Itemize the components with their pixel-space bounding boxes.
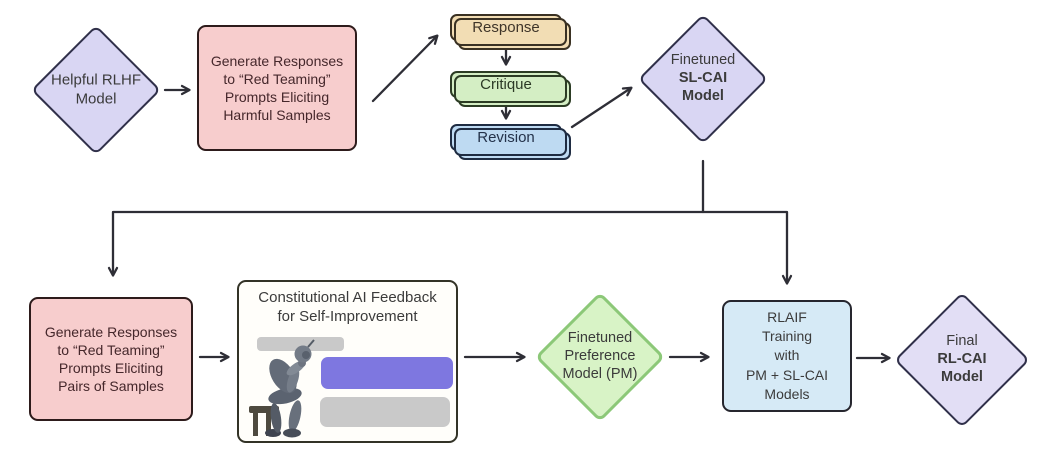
generate-harmful-samples: Generate Responses to “Red Teaming” Prom… <box>197 25 357 151</box>
chat-bubble-gray-bottom <box>320 397 450 427</box>
node-label: Helpful RLHF Model <box>50 71 142 107</box>
critique-cards: Critique <box>450 71 562 98</box>
connector-slcai-to-genpairs <box>107 159 705 277</box>
connector-slcai-to-rlaif <box>701 210 793 285</box>
response-cards: Response <box>450 14 562 41</box>
card-label: Critique <box>480 76 532 93</box>
revision-cards: Revision <box>450 124 562 151</box>
generate-pairs-of-samples: Generate Responses to “Red Teaming” Prom… <box>29 297 193 421</box>
rlaif-training: RLAIF Training with PM + SL-CAI Models <box>722 300 852 412</box>
panel-title: Constitutional AI Feedback for Self-Impr… <box>258 289 437 325</box>
arrow-generate-to-response <box>371 34 439 103</box>
node-label: RLAIF Training with PM + SL-CAI Models <box>745 308 829 402</box>
card-label: Response <box>472 19 540 36</box>
chat-bubble-gray-top <box>257 337 344 351</box>
node-label: Finetuned Preference Model (PM) <box>562 330 638 382</box>
chat-bubble-purple <box>321 357 453 389</box>
arrow-revision-to-slcai <box>570 86 633 129</box>
thinker-robot-icon <box>249 339 315 438</box>
helpful-rlhf-model: Helpful RLHF Model <box>30 24 162 156</box>
node-label: Generate Responses to “Red Teaming” Prom… <box>44 323 178 395</box>
node-label: Generate Responses to “Red Teaming” Prom… <box>210 52 344 124</box>
finetuned-preference-model: Finetuned Preference Model (PM) <box>534 291 666 423</box>
card-label: Revision <box>477 129 535 146</box>
constitutional-ai-feedback: Constitutional AI Feedback for Self-Impr… <box>237 280 458 443</box>
